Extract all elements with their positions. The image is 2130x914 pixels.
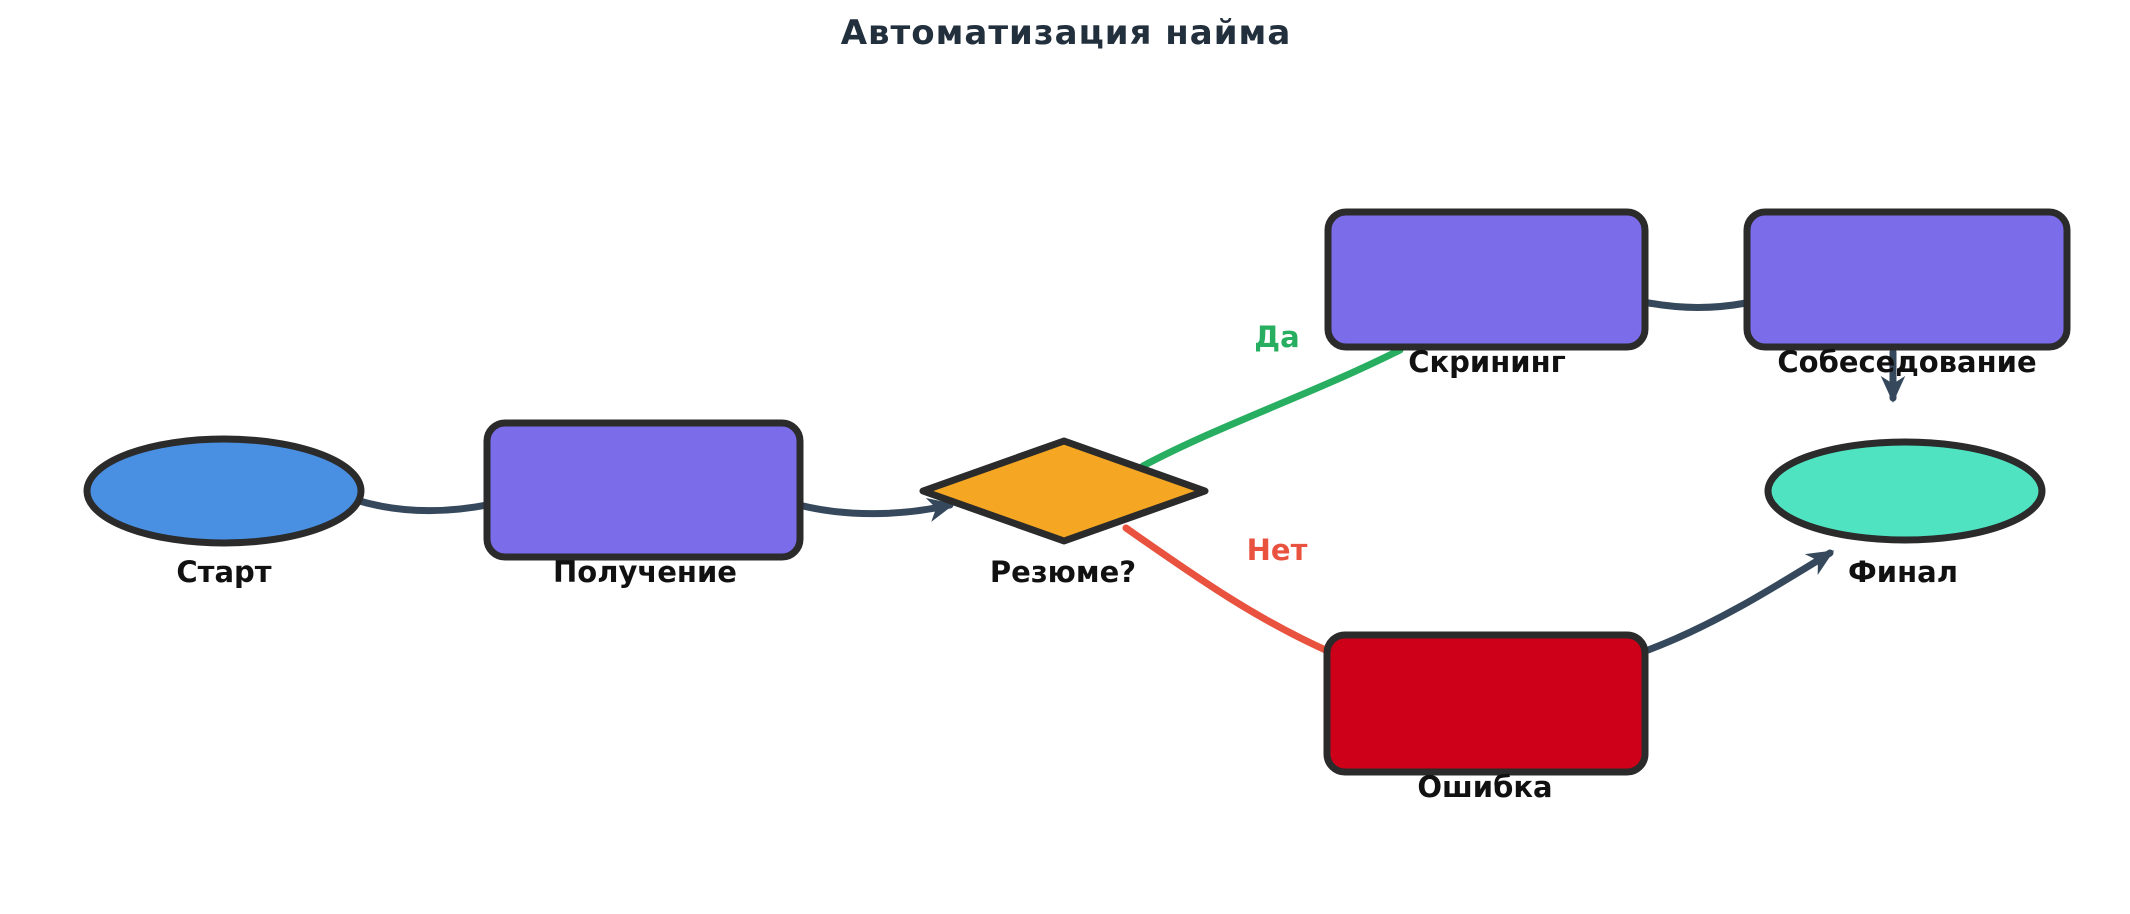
edge-screening-interview (1645, 299, 1750, 311)
edge-resume-error (1122, 524, 1334, 656)
edge-label-resume-screening: Да (1254, 320, 1299, 354)
edges-layer (352, 299, 1906, 656)
node-resume (919, 437, 1209, 545)
node-label-resume: Резюме? (990, 555, 1136, 589)
node-label-screening: Скрининг (1408, 345, 1566, 379)
node-receive (483, 419, 804, 561)
node-final (1764, 438, 2046, 544)
edge-error-final (1644, 549, 1835, 654)
node-label-error: Ошибка (1417, 770, 1552, 804)
node-screening (1324, 208, 1649, 351)
node-label-interview: Собеседование (1777, 345, 2036, 379)
edge-start-receive (352, 496, 496, 515)
node-label-receive: Получение (553, 555, 737, 589)
edge-label-resume-error: Нет (1247, 533, 1308, 567)
diagram-title: Автоматизация найма (841, 13, 1292, 53)
edge-resume-screening (1139, 346, 1404, 470)
node-start (83, 435, 365, 547)
node-label-start: Старт (176, 555, 271, 589)
edge-receive-resume (795, 497, 955, 522)
node-label-final: Финал (1848, 555, 1958, 589)
node-interview (1743, 208, 2071, 351)
node-error (1323, 631, 1649, 776)
nodes-layer (83, 208, 2071, 776)
